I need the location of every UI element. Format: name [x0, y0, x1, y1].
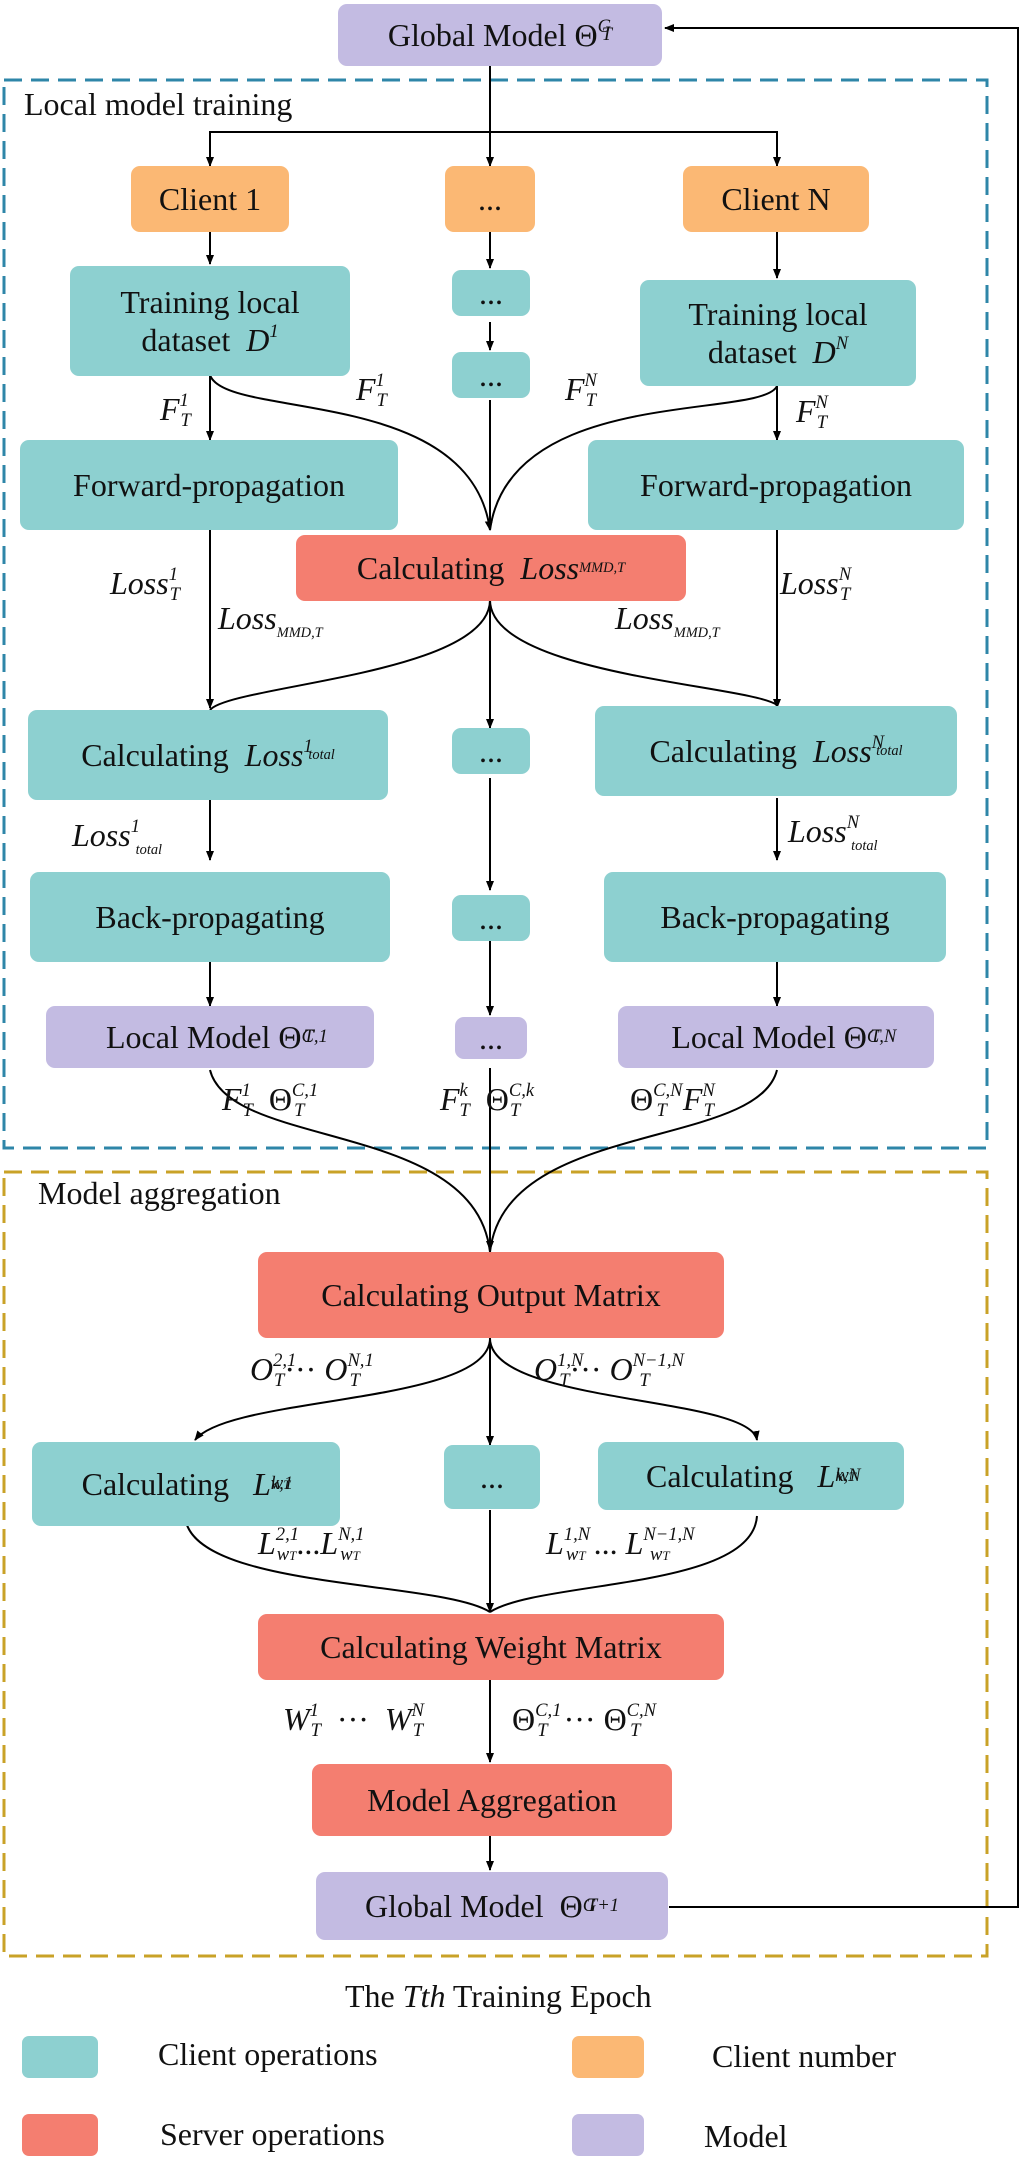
mid-dots-3: ...: [452, 728, 530, 774]
model-aggregation: Model Aggregation: [312, 1764, 672, 1836]
local-model-ellipsis: ...: [455, 1017, 527, 1059]
client-ellipsis: ...: [445, 166, 535, 232]
legend-label-client-ops: Client operations: [158, 2036, 378, 2072]
label-f1-theta-c1: F1T ΘC,1T: [222, 1080, 319, 1122]
legend-swatch-client-ops: [22, 2036, 98, 2078]
label-theta-cn-fn: ΘC,NT FNT: [630, 1080, 715, 1122]
calculating-weight-matrix: Calculating Weight Matrix: [258, 1614, 724, 1680]
training-dataset-n: Training local dataset DN: [640, 280, 916, 386]
client-1[interactable]: Client 1: [131, 166, 289, 232]
label-loss-n: LossNT: [780, 564, 852, 606]
local-training-frame: [2, 78, 989, 1150]
label-loss-total-1: Loss1total: [72, 816, 163, 858]
local-training-title: Local model training: [24, 86, 293, 122]
label-fn-mid: FNT: [565, 370, 597, 412]
label-w: W1T ··· WNT: [283, 1700, 424, 1742]
label-loss-total-n: LossNtotal: [788, 812, 878, 854]
forward-propagation-n: Forward-propagation: [588, 440, 964, 530]
label-theta-list: ΘC,1T ··· ΘC,NT: [512, 1700, 657, 1742]
label-o-left: O2,1T··· ON,1T: [250, 1350, 374, 1392]
legend-label-model: Model: [704, 2118, 788, 2154]
epoch-caption: The Tth Training Epoch: [345, 1978, 652, 2014]
legend-label-client-number: Client number: [712, 2038, 896, 2074]
legend-swatch-client-number: [572, 2036, 644, 2078]
back-propagating-n: Back-propagating: [604, 872, 946, 962]
label-l-left: L2,1wT...LN,1wT: [258, 1524, 365, 1566]
back-propagating-1: Back-propagating: [30, 872, 390, 962]
training-dataset-1: Training local dataset D1: [70, 266, 350, 376]
mid-dots-2: ...: [452, 352, 530, 398]
client-n[interactable]: Client N: [683, 166, 869, 232]
label-loss-1: Loss1T: [110, 564, 180, 606]
legend-swatch-model: [572, 2114, 644, 2156]
aggregation-frame: [2, 1170, 989, 1958]
label-o-right: O1,NT··· ON−1,NT: [534, 1350, 684, 1392]
label-f1-mid: F1T: [356, 370, 387, 412]
model-aggregation-title: Model aggregation: [38, 1175, 281, 1211]
legend-swatch-server-ops: [22, 2114, 98, 2156]
calculating-output-matrix: Calculating Output Matrix: [258, 1252, 724, 1338]
label-fk-theta-ck: FkT ΘC,kT: [440, 1080, 535, 1122]
label-fn-right: FNT: [796, 392, 828, 434]
mid-dots-1: ...: [452, 270, 530, 316]
forward-propagation-1: Forward-propagation: [20, 440, 398, 530]
calculating-l-ellipsis: ...: [444, 1445, 540, 1509]
label-f1-left: F1T: [160, 390, 191, 432]
label-loss-mmd-left: LossMMD,T: [218, 600, 323, 641]
label-loss-mmd-right: LossMMD,T: [615, 600, 720, 641]
mid-dots-4: ...: [452, 895, 530, 941]
label-l-right: L1,NwT ... LN−1,NwT: [546, 1524, 695, 1566]
legend-label-server-ops: Server operations: [160, 2116, 385, 2152]
